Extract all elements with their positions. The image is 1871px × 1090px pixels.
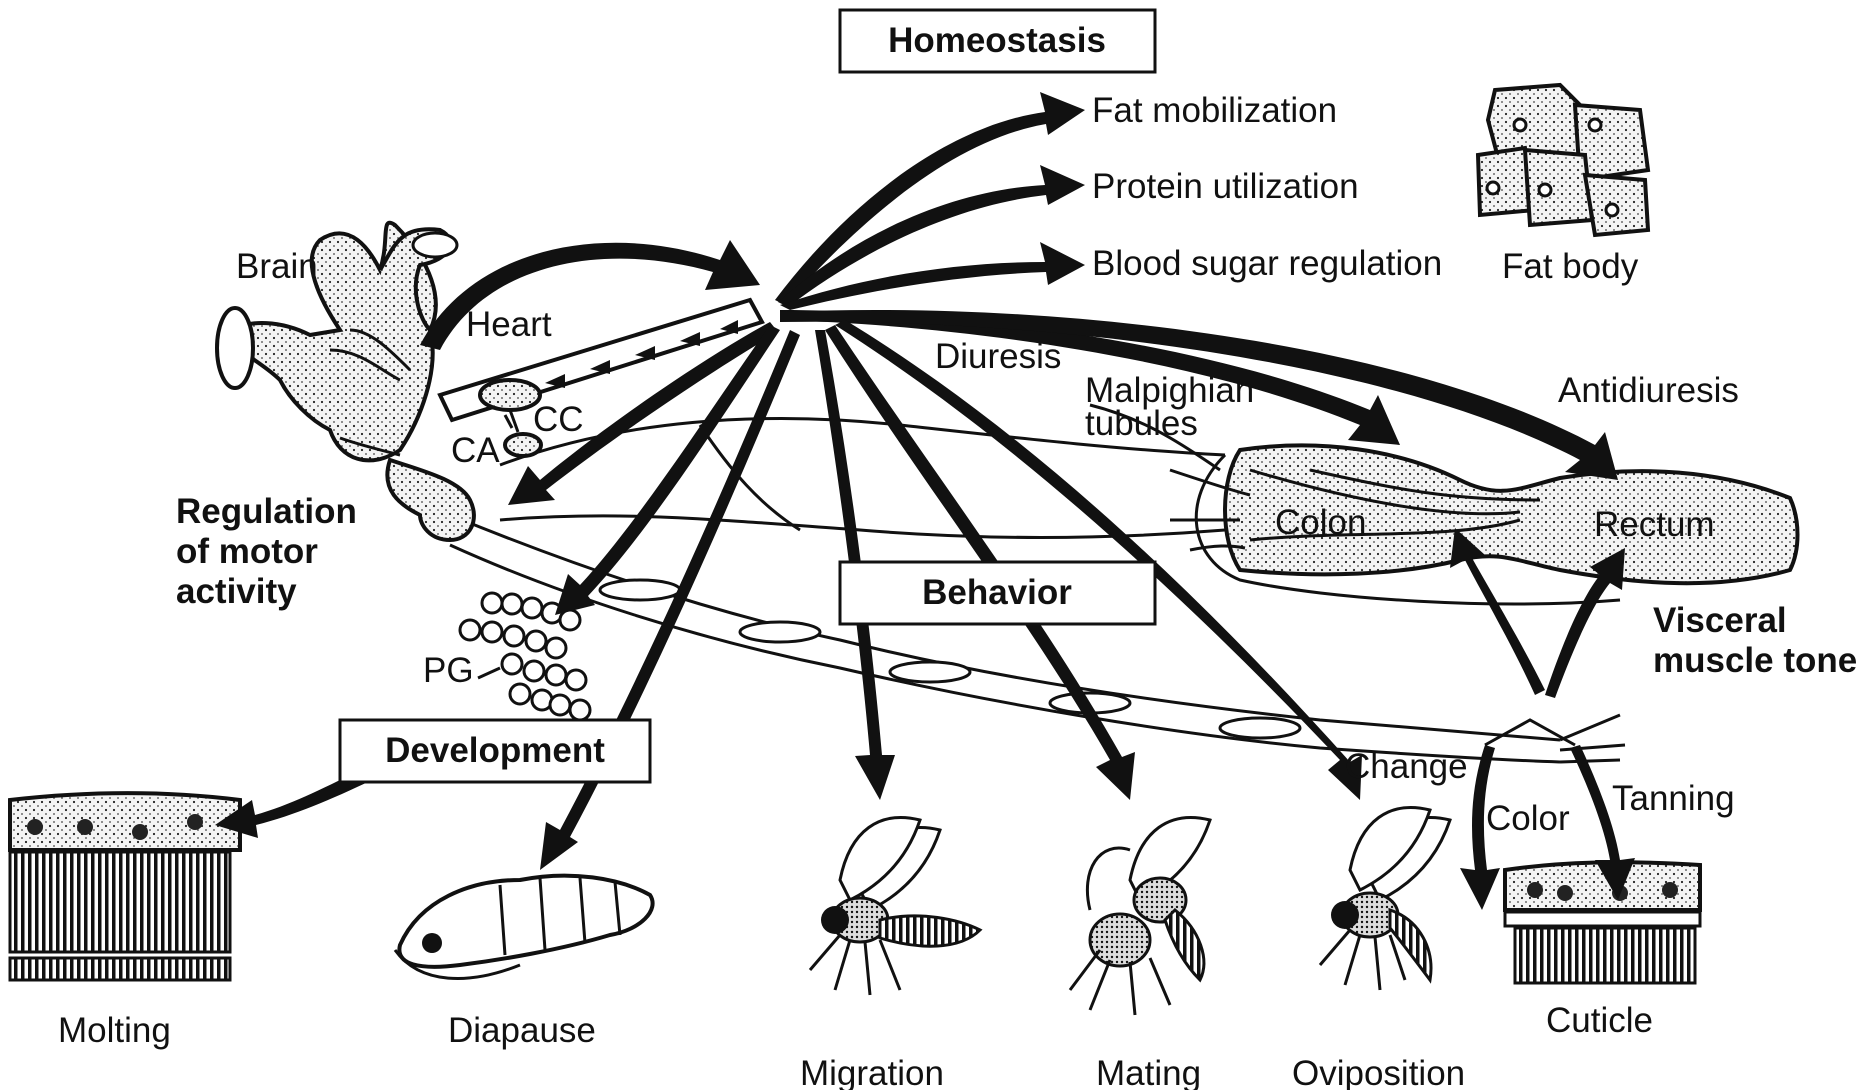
behavior-label: Behavior <box>922 573 1072 612</box>
colon-label: Colon <box>1275 503 1366 542</box>
migration-label: Migration <box>800 1054 944 1090</box>
protein-utilization-label: Protein utilization <box>1092 167 1359 206</box>
pg-label: PG <box>423 651 474 690</box>
motor-label-1: Regulation <box>176 492 357 531</box>
ca-label: CA <box>451 431 500 470</box>
oviposition-label: Oviposition <box>1292 1054 1465 1090</box>
motor-label-3: activity <box>176 572 297 611</box>
cc-gland <box>480 380 540 410</box>
diapause-label: Diapause <box>448 1011 596 1050</box>
homeostasis-label: Homeostasis <box>888 21 1106 60</box>
fat-mobilization-label: Fat mobilization <box>1092 91 1337 130</box>
visceral-label-2: muscle tone <box>1653 641 1857 680</box>
fat-body-icon <box>1478 85 1648 235</box>
mating-label: Mating <box>1096 1054 1201 1090</box>
rectum-label: Rectum <box>1594 505 1715 544</box>
brain-label: Brain <box>236 247 318 286</box>
pg-gland-cluster <box>460 593 590 720</box>
blood-sugar-label: Blood sugar regulation <box>1092 244 1442 283</box>
molting-label: Molting <box>58 1011 171 1050</box>
cuticle-label: Cuticle <box>1546 1001 1653 1040</box>
malpighian-label-2: tubules <box>1085 404 1198 443</box>
visceral-label-1: Visceral <box>1653 601 1787 640</box>
cc-label: CC <box>533 400 584 439</box>
heart-label: Heart <box>466 305 552 344</box>
pg-pointer <box>478 668 500 678</box>
insect-icon <box>810 808 1450 1016</box>
development-label: Development <box>385 731 605 770</box>
molting-epidermis-icon <box>10 793 240 980</box>
cc-ca-connection <box>505 410 518 432</box>
cuticle-icon <box>1505 862 1700 983</box>
antidiuresis-label: Antidiuresis <box>1558 371 1739 410</box>
pupa-icon <box>395 876 653 979</box>
color-label: Color <box>1486 799 1570 838</box>
diuresis-label: Diuresis <box>935 337 1061 376</box>
fat-body-label: Fat body <box>1502 247 1639 286</box>
change-label: Change <box>1345 747 1468 786</box>
motor-label-2: of motor <box>176 532 318 571</box>
tanning-label: Tanning <box>1612 779 1735 818</box>
